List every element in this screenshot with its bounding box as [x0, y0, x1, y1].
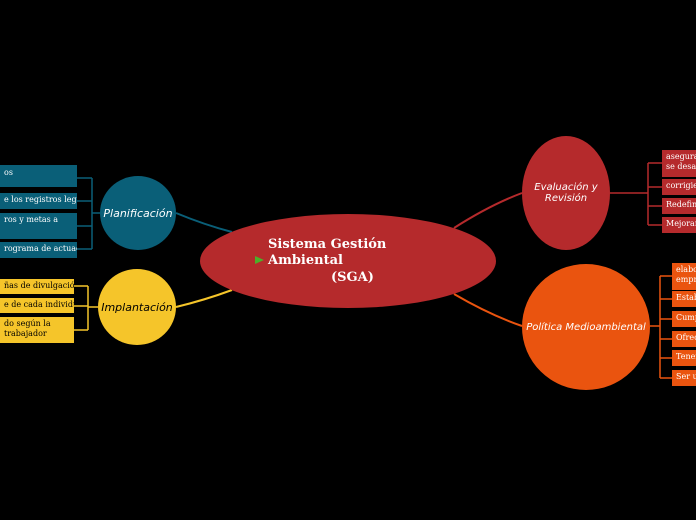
leaf-politica-6[interactable]: Ser u: [672, 370, 696, 386]
leaf-evaluacion-3-label: Redefinir: [666, 200, 696, 209]
leaf-politica-1[interactable]: elabo empr: [672, 263, 696, 290]
root-title: Sistema Gestión Ambiental: [268, 237, 386, 269]
leaf-politica-2[interactable]: Estab: [672, 291, 696, 307]
leaf-planificacion-2[interactable]: e los registros legales: [0, 193, 77, 209]
node-politica-label: Política Medioambiental: [526, 321, 646, 333]
leaf-politica-1-line1: elabo: [676, 265, 696, 274]
leaf-planificacion-1[interactable]: os: [0, 165, 77, 187]
leaf-politica-3-label: Cump: [676, 313, 696, 322]
leaf-politica-6-label: Ser u: [676, 372, 696, 381]
leaf-planificacion-3[interactable]: ros y metas a: [0, 213, 77, 239]
leaf-implantacion-2-label: e de cada individuo: [4, 300, 74, 309]
node-implantacion[interactable]: Implantación: [98, 269, 176, 345]
leaf-politica-3[interactable]: Cump: [672, 311, 696, 327]
flag-icon: [255, 256, 264, 264]
leaf-evaluacion-1-line1: asegura: [666, 152, 696, 161]
root-title-line1: Sistema Gestión: [268, 237, 387, 252]
node-evaluacion[interactable]: Evaluación y Revisión: [522, 136, 610, 250]
leaf-implantacion-3[interactable]: do según la trabajador: [0, 317, 74, 343]
leaf-planificacion-3-label: ros y metas a: [4, 215, 59, 224]
leaf-planificacion-4-label: rograma de actuación: [4, 244, 77, 253]
root-subtitle: (SGA): [331, 270, 374, 285]
node-politica[interactable]: Política Medioambiental: [522, 264, 650, 390]
leaf-evaluacion-2-label: corrigien: [666, 181, 696, 190]
node-planificacion-label: Planificación: [103, 206, 173, 220]
leaf-implantacion-1[interactable]: ñas de divulgación: [0, 279, 74, 294]
node-evaluacion-label: Evaluación y Revisión: [534, 182, 598, 204]
leaf-implantacion-3-line1: do según la: [4, 319, 51, 328]
leaf-politica-4-label: Ofrec: [676, 333, 696, 342]
leaf-evaluacion-1[interactable]: asegura se desarr: [662, 150, 696, 177]
leaf-implantacion-2[interactable]: e de cada individuo: [0, 298, 74, 313]
leaf-politica-5-label: Tener: [676, 352, 696, 361]
root-title-line2: Ambiental: [268, 253, 343, 268]
leaf-politica-2-label: Estab: [676, 293, 696, 302]
leaf-planificacion-4[interactable]: rograma de actuación: [0, 242, 77, 258]
leaf-evaluacion-2[interactable]: corrigien: [662, 179, 696, 195]
leaf-politica-1-line2: empr: [676, 275, 696, 284]
leaf-evaluacion-3[interactable]: Redefinir: [662, 198, 696, 214]
leaf-evaluacion-4-label: Mejorar: [666, 219, 696, 228]
leaf-evaluacion-4[interactable]: Mejorar: [662, 217, 696, 233]
leaf-politica-4[interactable]: Ofrec: [672, 331, 696, 347]
node-implantacion-label: Implantación: [101, 300, 173, 314]
node-planificacion[interactable]: Planificación: [100, 176, 176, 250]
leaf-planificacion-2-label: e los registros legales: [4, 195, 77, 204]
leaf-implantacion-3-line2: trabajador: [4, 329, 47, 338]
leaf-evaluacion-1-line2: se desarr: [666, 162, 696, 171]
leaf-implantacion-1-label: ñas de divulgación: [4, 281, 74, 290]
leaf-planificacion-1-label: os: [4, 168, 13, 177]
root-node[interactable]: [200, 214, 496, 308]
leaf-politica-5[interactable]: Tener: [672, 350, 696, 366]
